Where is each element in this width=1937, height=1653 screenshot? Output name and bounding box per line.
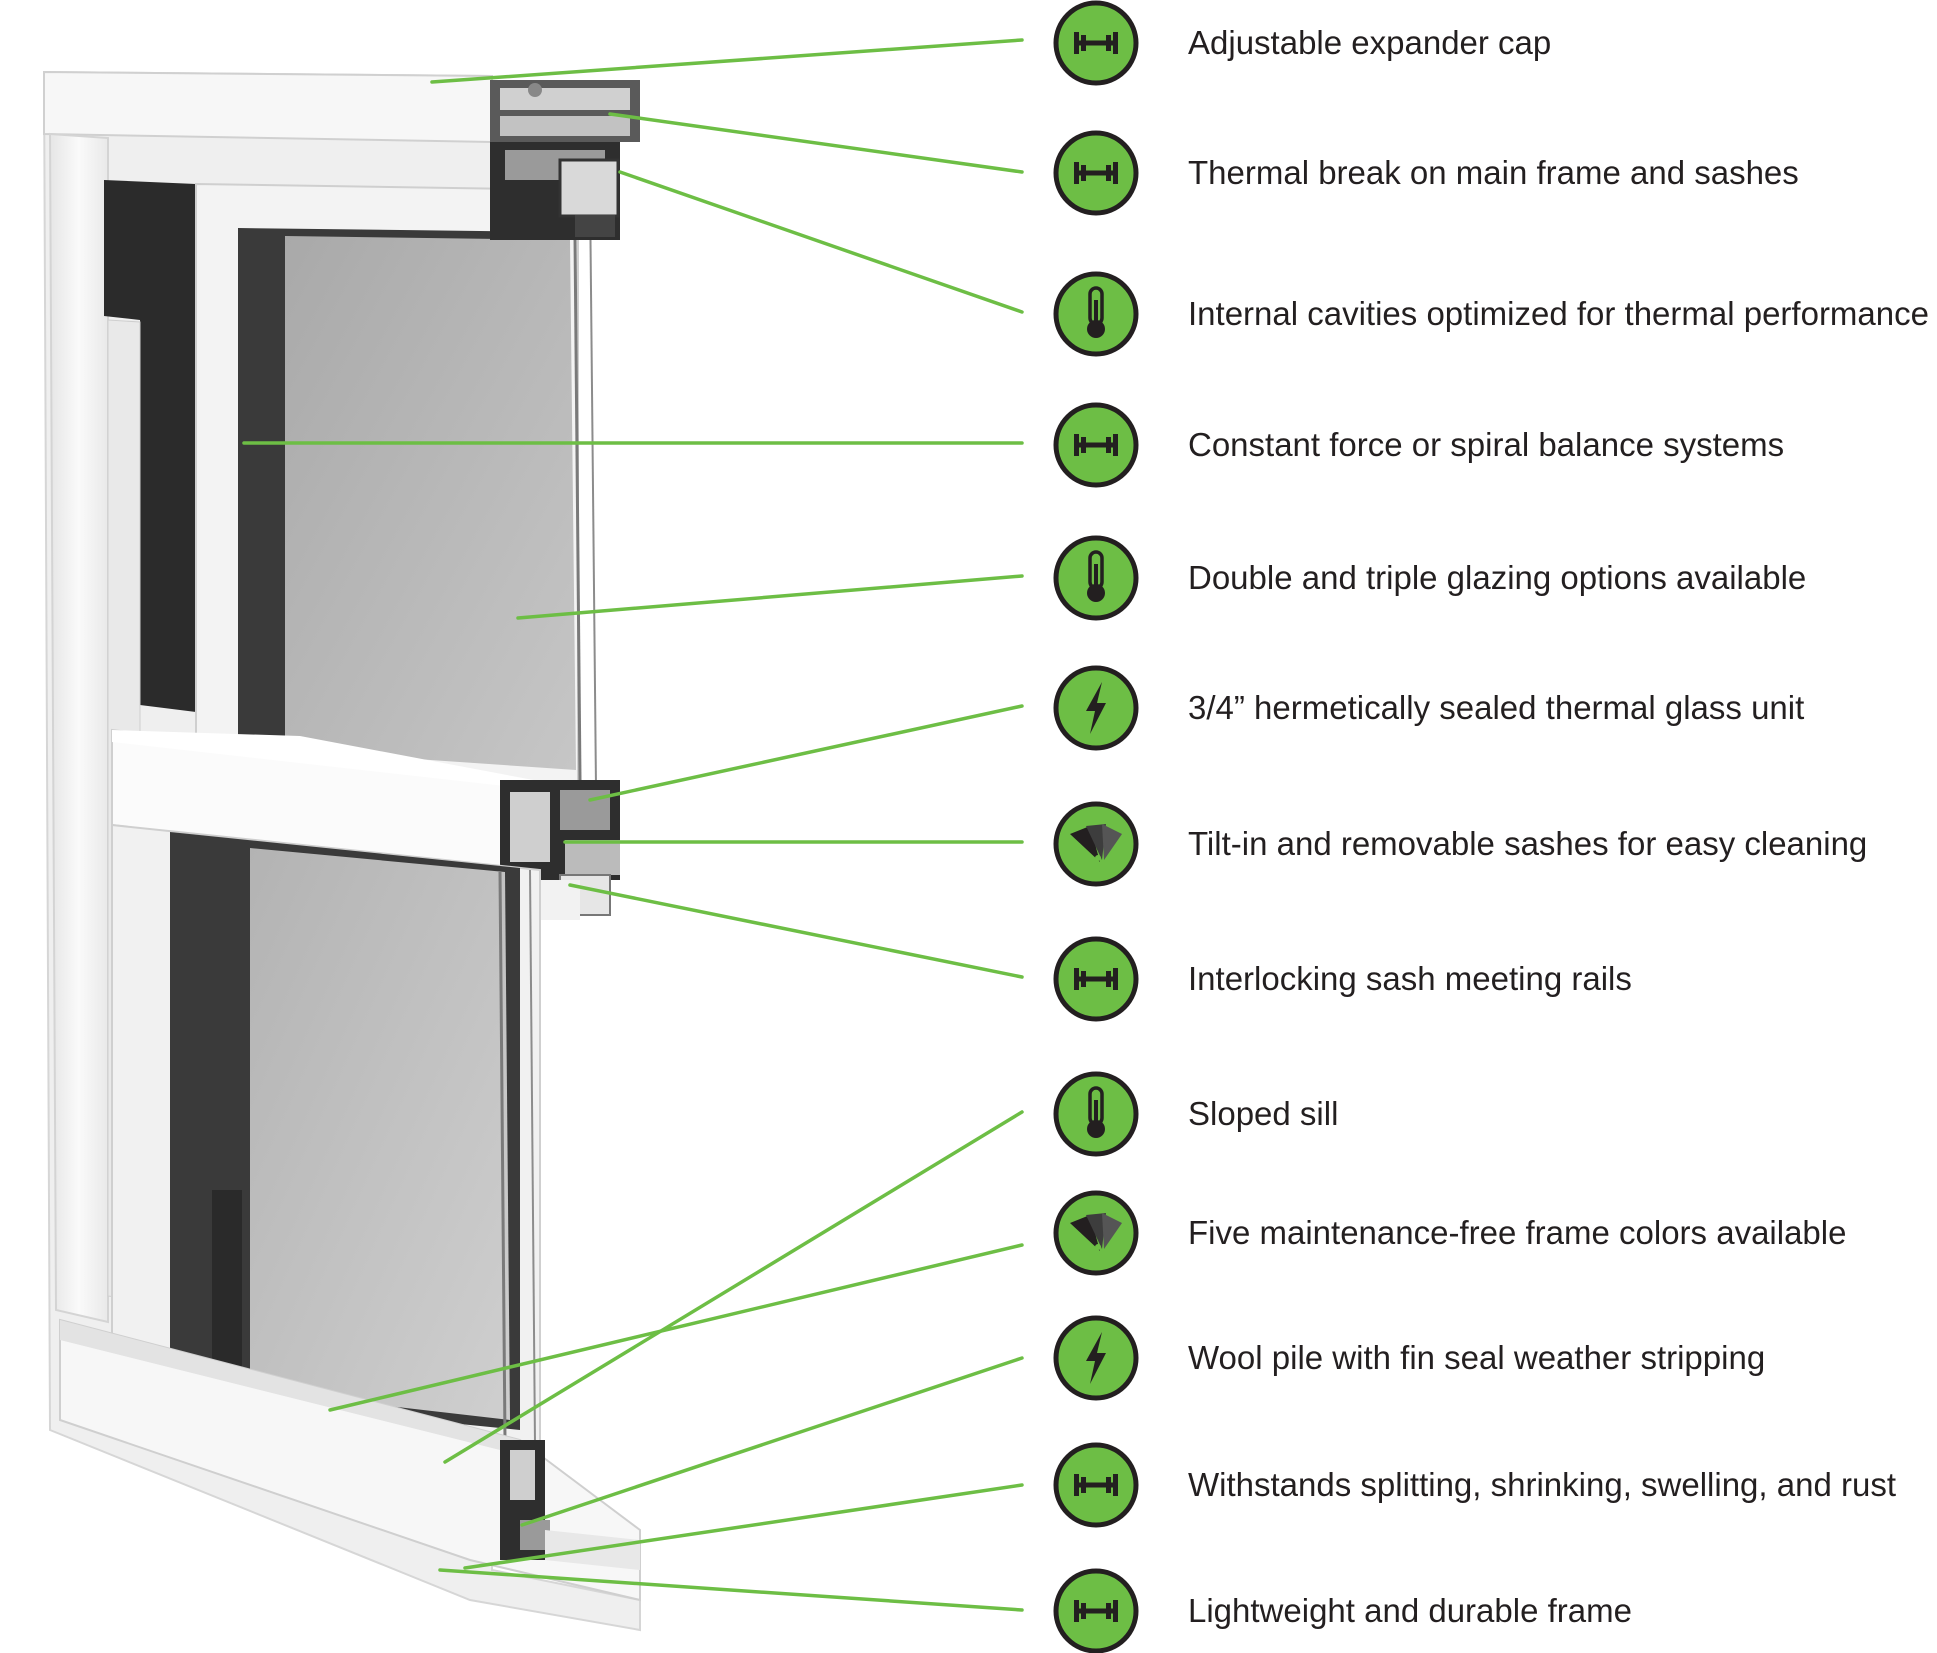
leader-line-11: [520, 1356, 1024, 1527]
leader-line-12: [463, 1483, 1024, 1570]
leader-line-10: [328, 1243, 1024, 1412]
lightning-icon: [1053, 1315, 1139, 1401]
dumbbell-icon: [1053, 0, 1139, 86]
sill-profile-section: [500, 1440, 640, 1570]
leader-line-9: [443, 1110, 1024, 1464]
leader-line-2: [608, 112, 1024, 174]
head-profile-section: [490, 80, 640, 240]
feature-label: Sloped sill: [1188, 1095, 1339, 1132]
leader-line-8: [568, 883, 1024, 979]
thermometer-icon: [1053, 1071, 1139, 1157]
leader-lines: [242, 38, 1024, 1612]
leader-line-13: [438, 1568, 1024, 1612]
leader-line-3: [618, 170, 1024, 314]
feature-label: Double and triple glazing options availa…: [1188, 559, 1807, 596]
thermometer-icon: [1053, 271, 1139, 357]
leader-line-5: [516, 574, 1024, 620]
lightning-icon: [1053, 665, 1139, 751]
feature-label: Interlocking sash meeting rails: [1188, 960, 1632, 997]
window-illustration: [42, 70, 641, 1632]
feature-label: Tilt-in and removable sashes for easy cl…: [1188, 825, 1868, 862]
feature-label: Five maintenance-free frame colors avail…: [1188, 1214, 1847, 1251]
dumbbell-icon: [1053, 402, 1139, 488]
upper-channel-dark: [104, 180, 196, 712]
feature-label: Lightweight and durable frame: [1188, 1592, 1632, 1629]
dumbbell-icon: [1053, 936, 1139, 1022]
feature-label: Thermal break on main frame and sashes: [1188, 154, 1799, 191]
upper-glass-pane: [285, 236, 576, 770]
leader-line-1: [430, 38, 1024, 84]
feature-badges: [1053, 0, 1139, 1653]
dumbbell-icon: [1053, 130, 1139, 216]
feature-label: Wool pile with fin seal weather strippin…: [1188, 1339, 1766, 1376]
feature-label: Internal cavities optimized for thermal …: [1188, 295, 1929, 332]
feature-label: 3/4” hermetically sealed thermal glass u…: [1188, 689, 1805, 726]
leader-line-6: [588, 704, 1024, 802]
color-swatch-icon: [1053, 1190, 1139, 1276]
lower-glass-pane: [250, 848, 510, 1420]
expander-cap: [43, 70, 493, 144]
balance-spring: [212, 1190, 242, 1390]
dumbbell-icon: [1053, 1568, 1139, 1653]
color-swatch-icon: [1053, 801, 1139, 887]
thermometer-icon: [1053, 535, 1139, 621]
feature-label: Adjustable expander cap: [1188, 24, 1552, 61]
feature-label: Withstands splitting, shrinking, swellin…: [1188, 1466, 1896, 1503]
feature-label: Constant force or spiral balance systems: [1188, 426, 1785, 463]
left-jamb: [48, 132, 109, 1324]
dumbbell-icon: [1053, 1442, 1139, 1528]
